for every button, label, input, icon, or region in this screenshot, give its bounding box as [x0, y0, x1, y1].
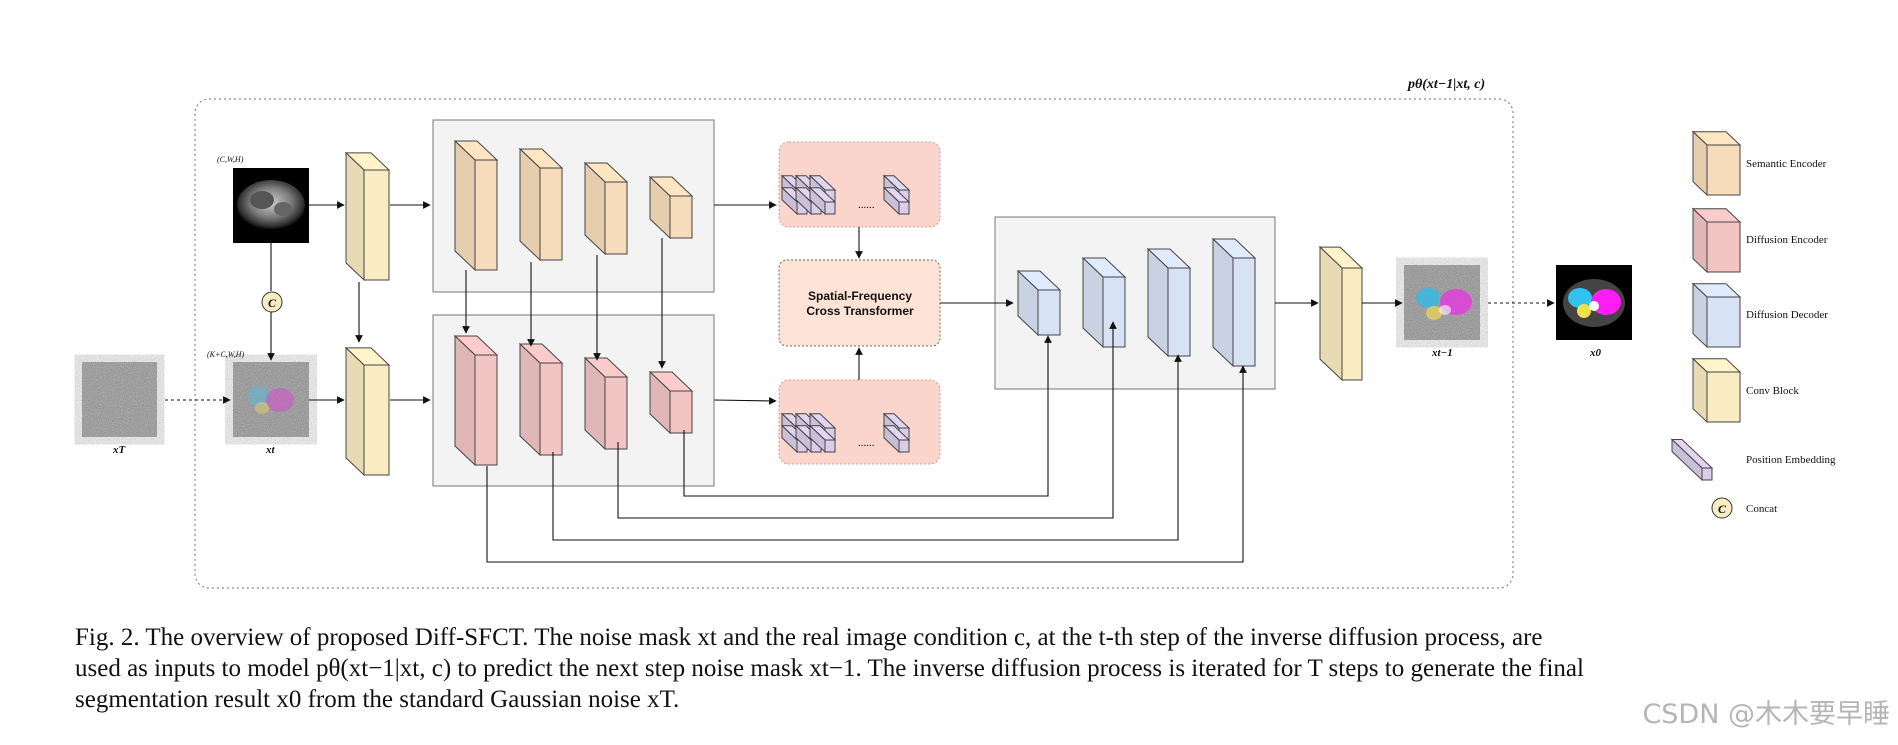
concat-node	[261, 291, 283, 313]
ellipsis-top: ......	[858, 199, 875, 211]
watermark: CSDN @木木要早睡	[1642, 699, 1890, 730]
figure-caption: Fig. 2. The overview of proposed Diff-SF…	[75, 622, 1855, 715]
legend-semantic-encoder-icon	[1691, 130, 1742, 197]
position-embedding-token	[808, 424, 837, 454]
input-shape-top: (C,W,H)	[217, 155, 244, 164]
caption-line-3: segmentation result x0 from the standard…	[75, 686, 680, 713]
label-x0: x0	[1589, 347, 1602, 359]
label-xt: xt	[265, 444, 276, 456]
predicted-mask-image-xt-1	[1404, 265, 1480, 340]
diffusion-decoder-block-2	[1081, 256, 1127, 349]
legend-position-embedding: Position Embedding	[1746, 454, 1836, 466]
position-embedding-token	[808, 186, 837, 216]
diffusion-decoder-block-1	[1016, 269, 1062, 337]
conv-block-output	[1318, 245, 1364, 382]
legend-semantic-encoder: Semantic Encoder	[1746, 158, 1827, 170]
transformer-label-1: Spatial-Frequency	[808, 289, 912, 303]
diffusion-encoder-block-2	[518, 342, 564, 457]
semantic-encoder-block-4	[648, 175, 694, 240]
legend-conv-block-icon	[1691, 357, 1742, 424]
legend-diffusion-encoder: Diffusion Encoder	[1746, 234, 1828, 246]
ellipsis-bottom: ......	[858, 437, 875, 449]
noise-image-xT	[82, 362, 157, 437]
concat-node-symbol: C	[268, 296, 277, 310]
model-outer-box	[194, 98, 1514, 589]
semantic-encoder-block-1	[453, 139, 499, 272]
position-embedding-tokens-top	[780, 174, 911, 216]
ct-image	[233, 168, 309, 243]
legend-diffusion-decoder: Diffusion Decoder	[1746, 309, 1828, 321]
position-embedding-token	[882, 424, 911, 454]
legend-concat: Concat	[1746, 503, 1777, 515]
diffusion-decoder-block-4	[1211, 237, 1257, 368]
legend-conv-block: Conv Block	[1746, 385, 1799, 397]
diffusion-decoder-block-3	[1146, 247, 1192, 358]
label-xT: xT	[112, 444, 127, 456]
caption-line-2: used as inputs to model pθ(xt−1|xt, c) t…	[75, 655, 1584, 682]
caption-line-1: Fig. 2. The overview of proposed Diff-SF…	[75, 624, 1543, 651]
legend-diffusion-decoder-icon	[1691, 282, 1742, 349]
position-embedding-tokens-bottom	[780, 412, 911, 454]
noisy-mask-image-xt	[233, 362, 309, 437]
transformer-box	[778, 259, 941, 347]
diffusion-encoder-block-3	[583, 356, 629, 451]
legend-diffusion-encoder-icon	[1691, 207, 1742, 274]
input-shape-bottom: (K+C,W,H)	[207, 350, 244, 359]
transformer-label-2: Cross Transformer	[806, 304, 914, 318]
diffusion-encoder-block-1	[453, 334, 499, 467]
network-blocks	[344, 139, 1364, 477]
final-mask-image-x0	[1556, 265, 1632, 340]
semantic-encoder-block-3	[583, 161, 629, 256]
legend	[1670, 130, 1742, 482]
legend-concat-icon	[1711, 497, 1733, 519]
connectors	[165, 201, 1555, 563]
semantic-encoder-block-2	[518, 147, 564, 262]
conv-block-bottom	[344, 346, 391, 477]
legend-position-embedding-icon	[1670, 438, 1714, 482]
conv-block-top	[344, 151, 391, 282]
label-xt-1: xt−1	[1431, 347, 1453, 359]
diffusion-encoder-block-4	[648, 370, 694, 435]
legend-concat-symbol: C	[1718, 502, 1727, 516]
model-label: pθ(xt−1|xt, c)	[1407, 77, 1485, 92]
position-embedding-token	[882, 186, 911, 216]
